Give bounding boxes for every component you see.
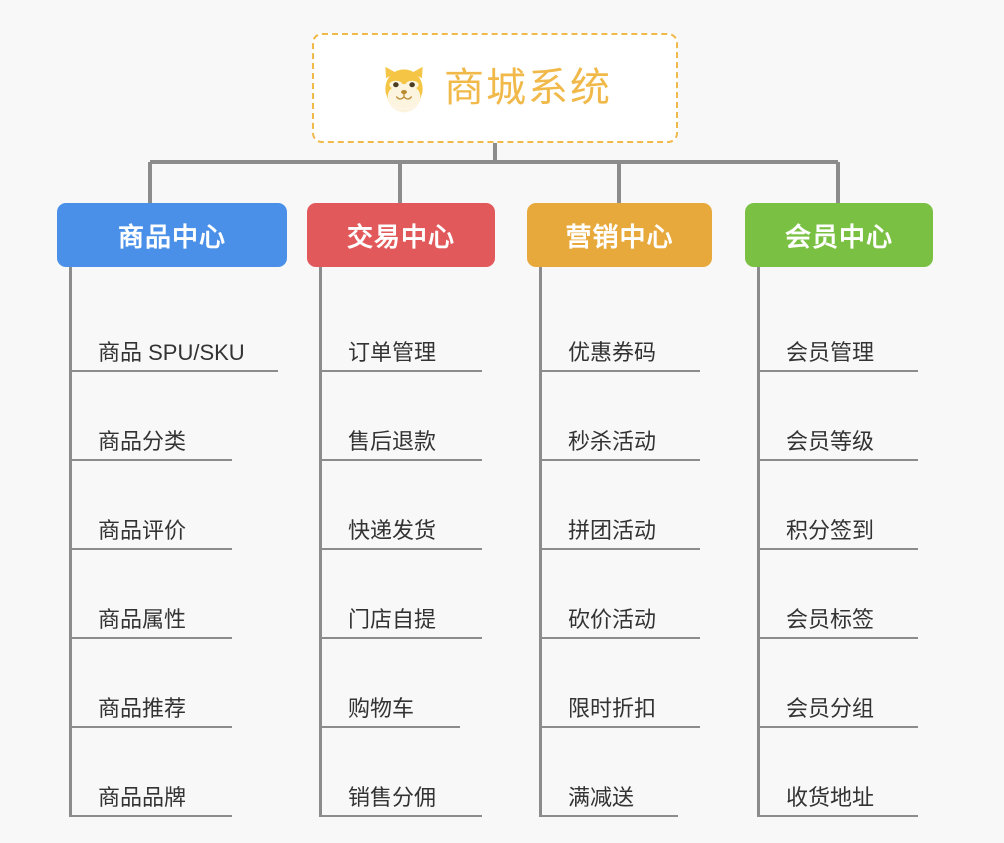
list-item[interactable]: 会员分组 <box>760 639 933 728</box>
list-item[interactable]: 会员标签 <box>760 550 933 639</box>
leaf-underline <box>72 370 278 372</box>
leaf-underline <box>72 726 232 728</box>
leaf-label: 订单管理 <box>348 339 437 365</box>
list-item[interactable]: 销售分佣 <box>322 728 495 817</box>
branch-trunk-trade-center: 订单管理 售后退款 快递发货 门店自提 购物车 <box>319 267 495 817</box>
leaf-label: 优惠券码 <box>568 339 657 365</box>
leaf-label: 商品评价 <box>98 517 187 543</box>
branch-trunk-member-center: 会员管理 会员等级 积分签到 会员标签 会员分组 <box>757 267 933 817</box>
leaf-label: 会员分组 <box>786 695 875 721</box>
list-item[interactable]: 优惠券码 <box>542 283 712 372</box>
column-member-center: 会员中心 会员管理 会员等级 积分签到 会员标签 <box>745 203 933 817</box>
leaf-label: 快递发货 <box>348 517 437 543</box>
leaf-label: 秒杀活动 <box>568 428 657 454</box>
leaf-label: 商品品牌 <box>98 784 187 810</box>
list-item[interactable]: 购物车 <box>322 639 495 728</box>
branch-columns: 商品中心 商品 SPU/SKU 商品分类 商品评价 商品属性 <box>0 203 1004 843</box>
leaf-label: 积分签到 <box>786 517 875 543</box>
leaf-underline <box>322 459 482 461</box>
leaf-label: 砍价活动 <box>568 606 657 632</box>
leaf-label: 收货地址 <box>786 784 875 810</box>
leaf-underline <box>760 815 918 817</box>
list-item[interactable]: 满减送 <box>542 728 712 817</box>
leaf-underline <box>322 815 482 817</box>
leaf-label: 商品属性 <box>98 606 187 632</box>
leaf-label: 拼团活动 <box>568 517 657 543</box>
leaf-underline <box>760 548 918 550</box>
list-item[interactable]: 秒杀活动 <box>542 372 712 461</box>
leaf-underline <box>72 548 232 550</box>
leaf-underline <box>72 815 232 817</box>
column-header-trade-center[interactable]: 交易中心 <box>307 203 495 267</box>
column-trade-center: 交易中心 订单管理 售后退款 快递发货 门店自提 <box>307 203 495 817</box>
list-item[interactable]: 商品分类 <box>72 372 287 461</box>
leaf-label: 限时折扣 <box>568 695 657 721</box>
list-item[interactable]: 售后退款 <box>322 372 495 461</box>
leaf-label: 会员标签 <box>786 606 875 632</box>
leaf-underline <box>322 370 482 372</box>
list-item[interactable]: 快递发货 <box>322 461 495 550</box>
column-product-center: 商品中心 商品 SPU/SKU 商品分类 商品评价 商品属性 <box>57 203 287 817</box>
leaf-underline <box>760 726 918 728</box>
leaf-label: 购物车 <box>348 695 415 721</box>
list-item[interactable]: 门店自提 <box>322 550 495 639</box>
leaf-underline <box>760 459 918 461</box>
list-item[interactable]: 订单管理 <box>322 283 495 372</box>
leaf-label: 满减送 <box>568 784 635 810</box>
leaf-label: 商品推荐 <box>98 695 187 721</box>
list-item[interactable]: 拼团活动 <box>542 461 712 550</box>
list-item[interactable]: 商品评价 <box>72 461 287 550</box>
leaf-label: 销售分佣 <box>348 784 437 810</box>
leaf-label: 售后退款 <box>348 428 437 454</box>
shiba-dog-face-icon <box>378 62 430 114</box>
leaf-underline <box>542 548 700 550</box>
leaf-underline <box>322 548 482 550</box>
list-item[interactable]: 商品 SPU/SKU <box>72 283 287 372</box>
list-item[interactable]: 商品属性 <box>72 550 287 639</box>
leaf-underline <box>542 815 678 817</box>
column-header-marketing-center[interactable]: 营销中心 <box>527 203 712 267</box>
list-item[interactable]: 会员管理 <box>760 283 933 372</box>
leaf-label: 商品 SPU/SKU <box>98 339 245 365</box>
list-item[interactable]: 砍价活动 <box>542 550 712 639</box>
leaf-label: 会员管理 <box>786 339 875 365</box>
leaf-underline <box>760 370 918 372</box>
leaf-underline <box>72 459 232 461</box>
list-item[interactable]: 商品推荐 <box>72 639 287 728</box>
list-item[interactable]: 收货地址 <box>760 728 933 817</box>
list-item[interactable]: 商品品牌 <box>72 728 287 817</box>
branch-trunk-product-center: 商品 SPU/SKU 商品分类 商品评价 商品属性 商品推荐 <box>69 267 287 817</box>
leaf-underline <box>542 459 700 461</box>
root-title: 商城系统 <box>444 66 612 110</box>
leaf-underline <box>760 637 918 639</box>
leaf-underline <box>72 637 232 639</box>
leaf-label: 会员等级 <box>786 428 875 454</box>
column-header-member-center[interactable]: 会员中心 <box>745 203 933 267</box>
leaf-label: 商品分类 <box>98 428 187 454</box>
column-marketing-center: 营销中心 优惠券码 秒杀活动 拼团活动 砍价活动 <box>527 203 712 817</box>
leaf-underline <box>542 726 700 728</box>
list-item[interactable]: 限时折扣 <box>542 639 712 728</box>
leaf-underline <box>322 726 460 728</box>
leaf-underline <box>542 637 700 639</box>
branch-trunk-marketing-center: 优惠券码 秒杀活动 拼团活动 砍价活动 限时折扣 <box>539 267 712 817</box>
column-header-product-center[interactable]: 商品中心 <box>57 203 287 267</box>
leaf-label: 门店自提 <box>348 606 437 632</box>
root-node[interactable]: 商城系统 <box>312 33 678 143</box>
list-item[interactable]: 积分签到 <box>760 461 933 550</box>
leaf-underline <box>322 637 482 639</box>
leaf-underline <box>542 370 700 372</box>
list-item[interactable]: 会员等级 <box>760 372 933 461</box>
